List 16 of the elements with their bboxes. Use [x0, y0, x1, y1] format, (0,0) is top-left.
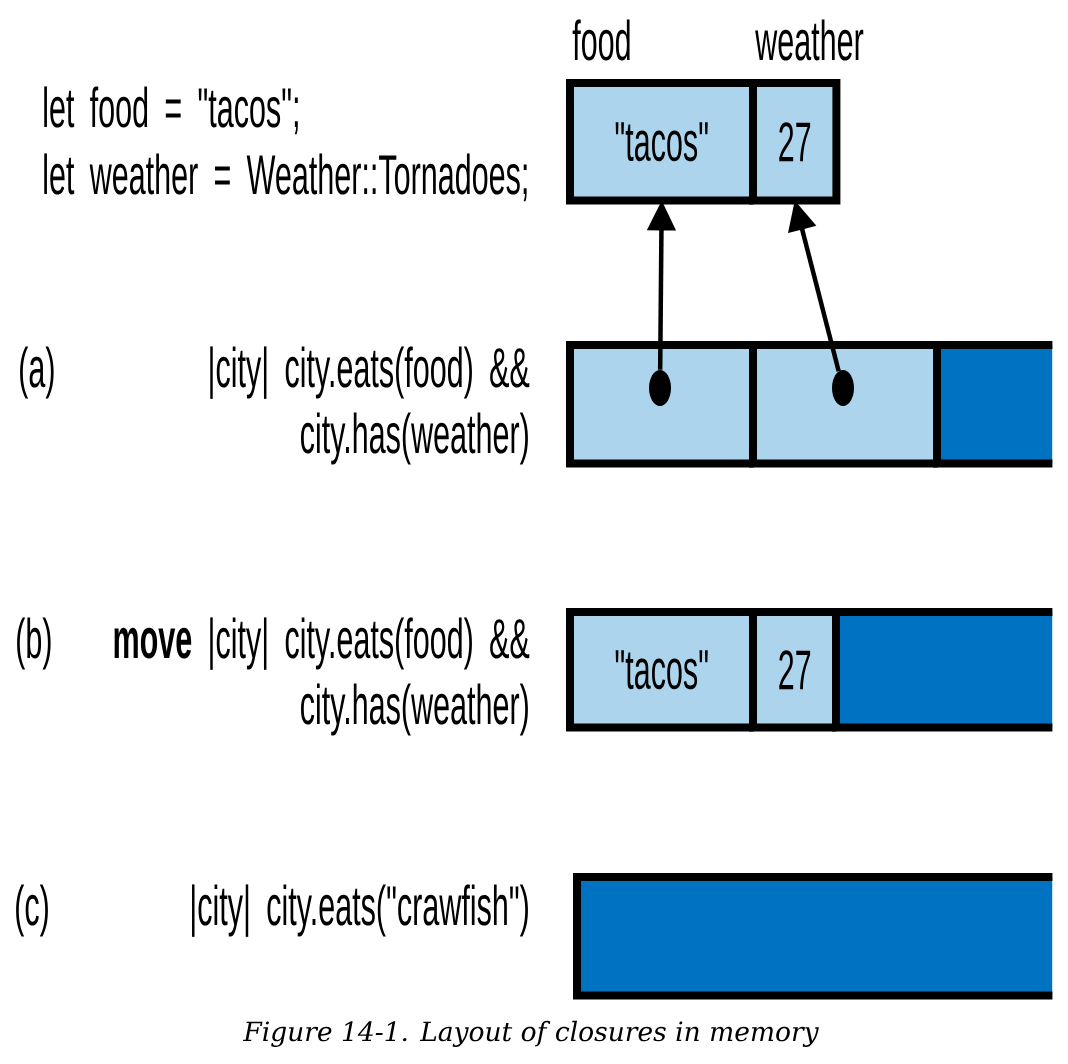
- closure-code: |city| city.eats(food) && city.has(weather): [210, 346, 530, 465]
- memory-cell: "tacos": [566, 608, 754, 732]
- row-letter: (a): [20, 346, 54, 399]
- column-heading: food: [572, 19, 630, 61]
- closure-code: |city| city.eats("crawfish"): [192, 884, 528, 937]
- memory-cell: 27: [749, 79, 841, 205]
- pointer-dot: [649, 370, 671, 406]
- row-letter: (c): [16, 884, 48, 937]
- closure-code: move |city| city.eats(food) && city.has(weather): [114, 617, 530, 736]
- code-line: let food = "tacos";: [44, 86, 298, 135]
- row-letter: (b): [17, 617, 51, 670]
- column-heading: weather: [755, 19, 864, 61]
- memory-cell: 27: [749, 608, 837, 732]
- pointer-dot: [832, 370, 854, 406]
- memory-cell: "tacos": [566, 79, 754, 205]
- figure-caption: Figure 14-1. Layout of closures in memory: [242, 1020, 819, 1047]
